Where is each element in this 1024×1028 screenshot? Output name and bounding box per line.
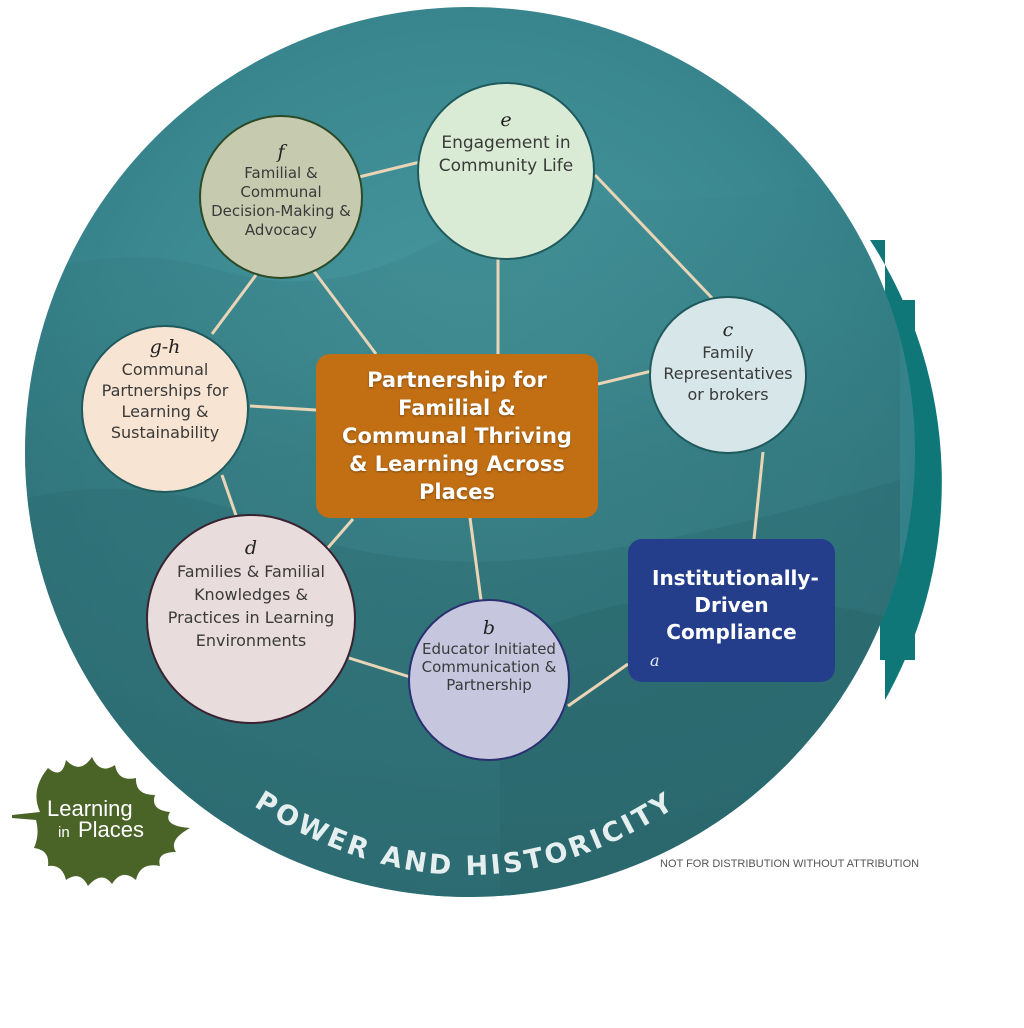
node-d-label: Families & Familial Knowledges & Practic… — [167, 562, 335, 650]
node-gh: g-h Communal Partnerships for Learning &… — [95, 337, 235, 443]
node-b-label: Educator Initiated Communication & Partn… — [421, 640, 557, 694]
forest-texture — [25, 170, 900, 897]
connector-f-hub — [311, 269, 378, 355]
connector-hub-d — [324, 518, 355, 551]
connector-hub-c — [597, 369, 653, 386]
institutional-label: Institutionally-Driven Compliance — [652, 566, 819, 644]
node-c-label: Family Representatives or brokers — [663, 343, 793, 404]
node-d: d Families & Familial Knowledges & Pract… — [161, 538, 341, 652]
connector-f-gh — [210, 274, 258, 335]
node-e: e Engagement in Community Life — [426, 110, 586, 178]
node-e-circle — [417, 82, 595, 260]
hub-box: Partnership for Familial & Communal Thri… — [316, 354, 598, 518]
distribution-notice: NOT FOR DISTRIBUTION WITHOUT ATTRIBUTION — [660, 858, 920, 870]
node-d-circle — [146, 514, 356, 724]
connector-lines — [210, 160, 765, 708]
node-b-circle — [408, 599, 570, 761]
node-c-letter: c — [722, 319, 734, 341]
node-f-label: Familial & Communal Decision-Making & Ad… — [211, 164, 351, 239]
logo-line2-a: in — [58, 824, 70, 841]
node-f: f Familial & Communal Decision-Making & … — [211, 142, 351, 240]
node-c-circle — [649, 296, 807, 454]
node-f-circle — [199, 115, 363, 279]
logo-line1: Learning — [47, 796, 133, 821]
node-c: c Family Representatives or brokers — [654, 320, 802, 405]
connector-f-e — [358, 160, 421, 179]
node-e-label: Engagement in Community Life — [438, 133, 574, 176]
node-d-letter: d — [244, 537, 258, 559]
connector-d-b — [348, 656, 411, 679]
institutional-letter: a — [650, 651, 660, 670]
connector-e-c — [593, 173, 714, 300]
connector-hub-b — [468, 517, 483, 601]
node-gh-letter: g-h — [149, 336, 181, 358]
node-f-letter: f — [277, 141, 285, 163]
node-b: b Educator Initiated Communication & Par… — [419, 618, 559, 694]
node-b-letter: b — [482, 617, 496, 639]
connector-c-inst — [752, 451, 765, 540]
hub-label: Partnership for Familial & Communal Thri… — [342, 368, 572, 504]
leaf-icon — [12, 757, 190, 886]
node-gh-label: Communal Partnerships for Learning & Sus… — [101, 360, 229, 442]
institutional-box: Institutionally-Driven Compliance a — [628, 539, 835, 682]
node-gh-circle — [81, 325, 249, 493]
connector-b-inst — [567, 662, 629, 708]
node-e-letter: e — [500, 109, 512, 131]
connector-gh-hub — [249, 404, 317, 412]
logo-line2-b: Places — [78, 817, 145, 842]
